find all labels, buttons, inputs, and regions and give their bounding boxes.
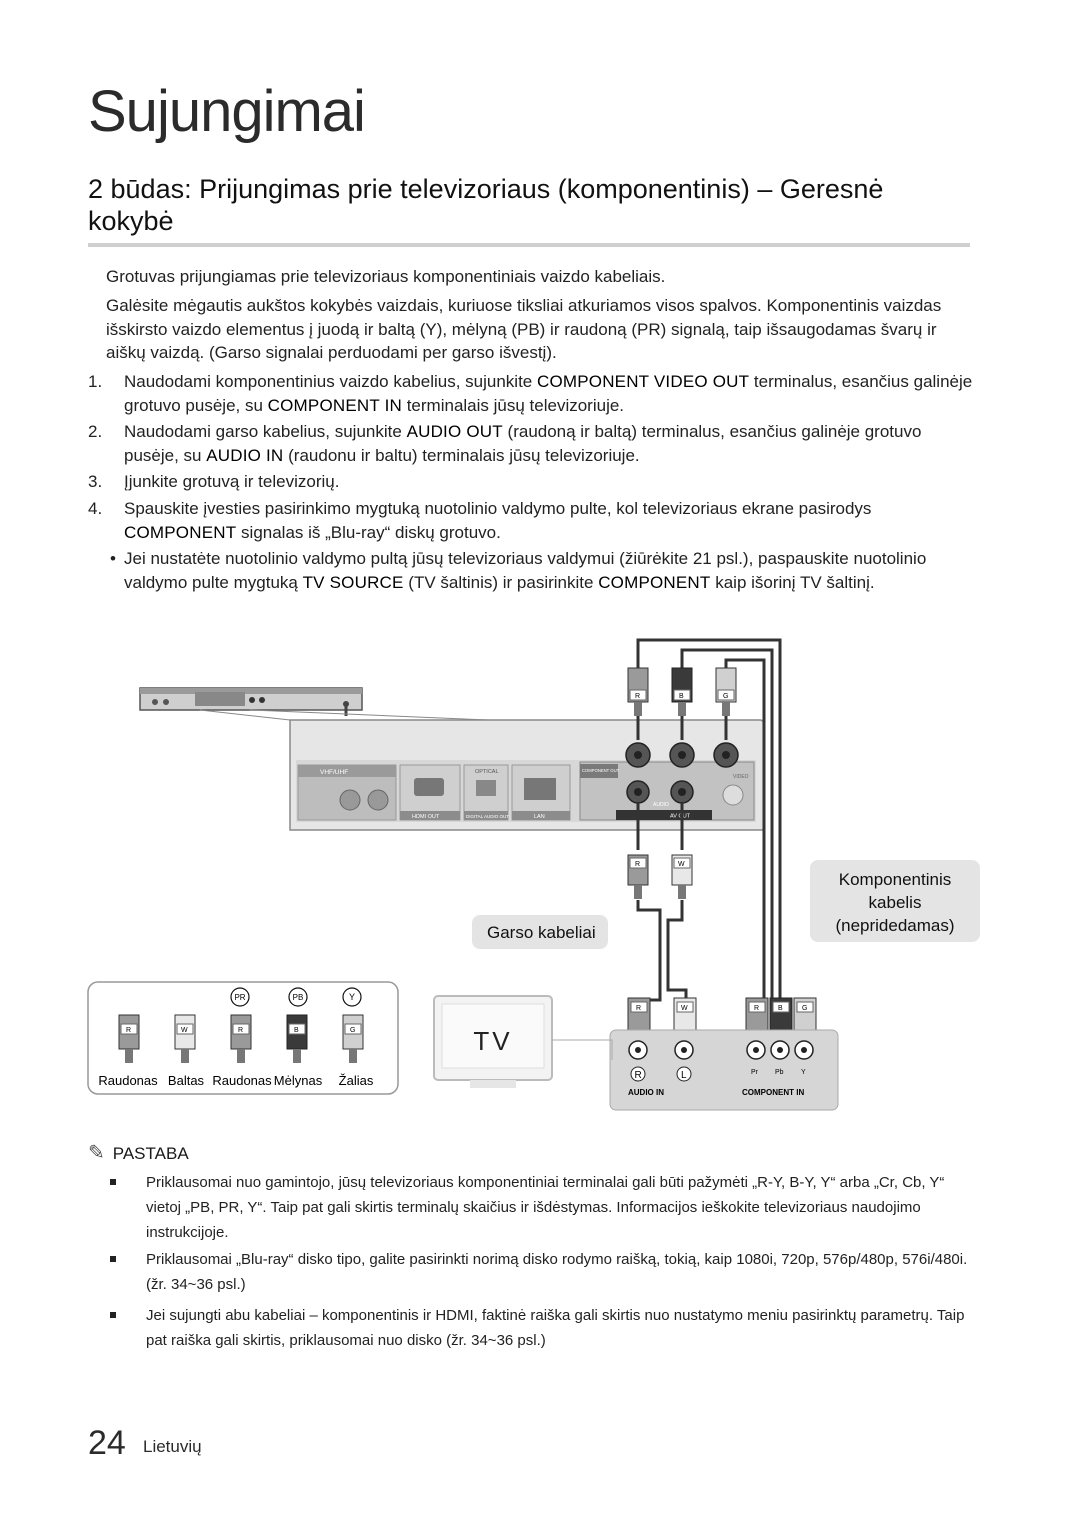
keyword: COMPONENT VIDEO OUT (536, 372, 750, 391)
plug-letter: B (294, 1027, 299, 1034)
legend-color: Mėlynas (274, 1073, 323, 1088)
plug-group-tv: R W R B G (627, 997, 817, 1031)
keyword: AUDIO OUT (406, 422, 503, 441)
keyword: COMPONENT (598, 572, 711, 592)
svg-text:kabelis: kabelis (869, 893, 922, 912)
keyword: COMPONENT (124, 522, 237, 542)
plug-letter: R (635, 861, 640, 868)
player-thumbnail (139, 687, 363, 716)
plug-letter: G (350, 1027, 355, 1034)
svg-text:Komponentinis: Komponentinis (839, 870, 951, 889)
connection-diagram: VHF/UHF HDMI OUT OPTICAL DIGITAL AUDIO O… (87, 638, 980, 1111)
tv-comp-label: Pr (751, 1069, 759, 1076)
plug-letter: B (679, 693, 684, 700)
plug-letter: R (238, 1027, 243, 1034)
label-hdmi-out: HDMI OUT (412, 814, 440, 820)
plug-letter: G (802, 1005, 807, 1012)
plug-letter: R (754, 1005, 759, 1012)
tv-audio-l: L (681, 1070, 687, 1081)
plug-group-audio: R W (627, 854, 693, 899)
tv-comp-label: Pb (775, 1069, 784, 1076)
page-number: 24 (88, 1424, 126, 1462)
svg-text:(nepridedamas): (nepridedamas) (835, 916, 954, 935)
legend-symbol: PB (293, 993, 304, 1002)
bullet-text: Jei nustatėte nuotolinio valdymo pultą j… (124, 549, 927, 592)
tv-component-in-label: COMPONENT IN (742, 1088, 804, 1097)
label-digital-audio-out: DIGITAL AUDIO OUT (466, 814, 509, 819)
label-component-out: COMPONENT OUT (582, 768, 620, 773)
plug-letter: R (636, 1005, 641, 1012)
plug-letter: W (181, 1027, 188, 1034)
bullet-dot: • (110, 549, 116, 568)
step-text: Spauskite įvesties pasirinkimo mygtuką n… (124, 499, 872, 542)
square-bullet-icon (110, 1256, 116, 1262)
square-bullet-icon (110, 1179, 116, 1185)
svg-text:Garso kabeliai: Garso kabeliai (487, 923, 596, 942)
plug-letter: R (126, 1027, 131, 1034)
player-rear-panel: VHF/UHF HDMI OUT OPTICAL DIGITAL AUDIO O… (289, 719, 765, 831)
tv-audio-r: R (635, 1070, 642, 1081)
plug-letter: W (678, 861, 685, 868)
plug-letter: B (778, 1005, 783, 1012)
tv-set: TV (433, 995, 613, 1088)
step-number: 4. (88, 499, 103, 518)
step-number: 1. (88, 372, 103, 391)
legend-symbol: Y (349, 992, 355, 1002)
tv-label: TV (473, 1026, 512, 1056)
keyword: COMPONENT IN (267, 395, 402, 415)
step-text: Naudodami komponentinius vaizdo kabelius… (124, 372, 973, 415)
callout-audio-cables: Garso kabeliai (472, 915, 608, 949)
tv-audio-in-label: AUDIO IN (628, 1088, 664, 1097)
audio-cables (636, 803, 688, 1020)
step-text: Įjunkite grotuvą ir televizorių. (124, 472, 340, 491)
legend-color: Baltas (168, 1073, 205, 1088)
keyword: AUDIO IN (206, 445, 284, 465)
label-vhf: VHF/UHF (320, 769, 348, 776)
square-bullet-icon (110, 1312, 116, 1318)
legend-symbol: PR (234, 993, 245, 1002)
legend-color: Raudonas (98, 1073, 158, 1088)
note-heading: ✎PASTABA (88, 1142, 189, 1164)
plug-group-top: R B G (627, 667, 737, 716)
section-title: 2 būdas: Prijungimas prie televizoriaus … (88, 174, 884, 236)
legend-color: Žalias (339, 1073, 374, 1088)
plug-letter: G (723, 693, 728, 700)
step-number: 3. (88, 472, 103, 491)
tv-input-panel: R L Pr Pb Y AUDIO IN COMPONENT IN (609, 1029, 839, 1111)
pencil-icon: ✎ (88, 1142, 105, 1164)
label-lan: LAN (534, 814, 545, 820)
intro-paragraph-2: Galėsite mėgautis aukštos kokybės vaizda… (106, 296, 942, 362)
language-label: Lietuvių (143, 1437, 202, 1456)
tv-comp-label: Y (801, 1069, 806, 1076)
label-av-out: AV OUT (670, 814, 691, 820)
step-number: 2. (88, 422, 103, 441)
callout-component-cable: Komponentinis kabelis (nepridedamas) (810, 860, 980, 942)
plug-letter: R (635, 693, 640, 700)
step-text: Naudodami garso kabelius, sujunkite AUDI… (124, 422, 922, 465)
label-audio: AUDIO (653, 802, 669, 808)
legend-color: Raudonas (212, 1073, 272, 1088)
label-optical: OPTICAL (475, 769, 499, 775)
page-title: Sujungimai (88, 79, 366, 144)
keyword: TV SOURCE (302, 572, 404, 592)
cable-color-legend: PR PB Y R W R B G Raudonas Baltas Raudon… (87, 981, 399, 1095)
label-video: VIDEO (733, 774, 749, 780)
plug-letter: W (681, 1005, 688, 1012)
section-divider (88, 243, 970, 247)
intro-paragraph-1: Grotuvas prijungiamas prie televizoriaus… (106, 267, 666, 286)
